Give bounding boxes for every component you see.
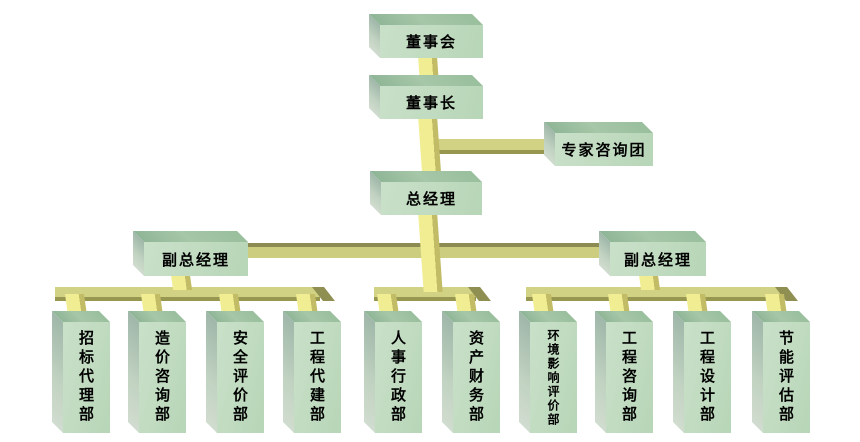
node-expert-advisory-label: 专家咨询团 [561, 141, 647, 159]
dept-label: 资产财务部 [467, 330, 485, 425]
connector-mid-distribution-bar [374, 287, 476, 301]
node-deputy-gm-left-label: 副总经理 [161, 250, 230, 269]
dept-label: 工程咨询部 [620, 330, 638, 425]
node-general-manager-label: 总经理 [405, 190, 457, 208]
node-deputy-gm-left: 副总经理 [144, 242, 248, 276]
node-chairman: 董事长 [380, 86, 483, 119]
node-deputy-gm-right: 副总经理 [610, 242, 706, 276]
node-dept-hr-administration: 人事行政部 [375, 322, 422, 433]
dept-label: 环境影响评价部 [546, 328, 560, 427]
node-general-manager: 总经理 [381, 182, 482, 215]
dept-label: 节能评估部 [777, 330, 795, 425]
node-dept-cost-consulting: 造价咨询部 [139, 322, 186, 433]
node-dept-bidding-agency: 招标代理部 [63, 322, 110, 433]
dept-label: 人事行政部 [389, 330, 407, 425]
connector-gm-down [418, 211, 443, 292]
node-board: 董事会 [380, 25, 483, 58]
node-dept-safety-evaluation: 安全评价部 [217, 322, 264, 433]
dept-label: 安全评价部 [231, 330, 249, 425]
dept-label: 工程代建部 [308, 330, 326, 425]
connector-left-distribution-bar [55, 287, 320, 301]
dept-label: 造价咨询部 [153, 330, 171, 425]
connector-expert-bar [424, 139, 564, 154]
node-deputy-gm-right-label: 副总经理 [623, 250, 692, 269]
node-chairman-label: 董事长 [405, 94, 457, 112]
node-dept-energy-saving-assessment: 节能评估部 [763, 322, 810, 433]
node-dept-engineering-agent-construction: 工程代建部 [294, 322, 341, 433]
node-dept-environmental-impact-assessment: 环境影响评价部 [530, 322, 577, 433]
node-board-label: 董事会 [405, 33, 457, 51]
node-dept-engineering-design: 工程设计部 [684, 322, 731, 433]
connector-right-distribution-bar [526, 287, 783, 301]
node-dept-engineering-consulting: 工程咨询部 [606, 322, 653, 433]
dept-label: 工程设计部 [698, 330, 716, 425]
dept-label: 招标代理部 [77, 330, 95, 425]
node-dept-asset-finance: 资产财务部 [453, 322, 500, 433]
node-expert-advisory: 专家咨询团 [555, 133, 653, 166]
